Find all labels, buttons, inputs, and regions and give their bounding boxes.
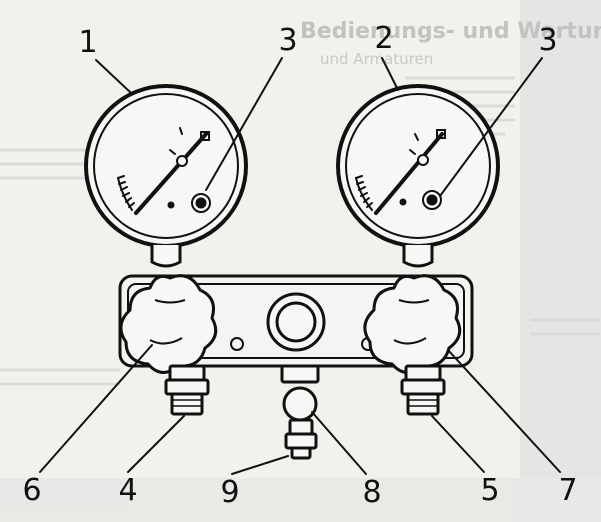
right-gauge [336,84,500,268]
right-gauge-dot [399,198,407,206]
left-valve-knob [119,274,218,374]
leader-1 [95,59,131,93]
leader-lines [39,57,561,475]
left-gauge-scale [117,175,135,211]
left-gauge [84,84,248,268]
left-gauge-dot [167,201,175,209]
leader-4 [127,415,185,473]
leader-3-right [439,57,543,197]
leader-6 [39,344,153,473]
right-hose-fitting [400,364,446,416]
right-gauge-outer-ring [336,84,500,248]
right-gauge-marker [436,129,446,139]
left-gauge-inner-ring [93,93,239,239]
leader-7 [447,349,561,473]
callout-3-right: 3 [538,23,558,58]
left-gauge-outer-ring [84,84,248,248]
leader-5 [431,415,485,473]
right-gauge-inner-ring [345,93,491,239]
left-gauge-marker [200,131,210,141]
right-page-strip [520,0,601,522]
sight-glass-inner [275,301,317,343]
left-gauge-needle [134,132,208,215]
leader-8 [311,411,367,475]
left-gauge-neck [150,243,182,268]
bg-subheading: und Armaturen [320,50,433,68]
callout-5: 5 [480,473,500,508]
bottom-page-strip [0,478,601,522]
leader-2 [381,57,399,91]
right-gauge-scale [355,175,373,211]
bg-heading: Bedienungs- und Wartungs [300,19,601,44]
leader-3-left [205,57,283,191]
left-hose-fitting [164,364,210,416]
callout-4: 4 [118,473,138,508]
callout-1: 1 [78,25,98,60]
center-service-port [280,364,320,460]
callout-7: 7 [558,473,578,508]
right-gauge-needle [374,132,444,215]
callout-3-left: 3 [278,23,298,58]
right-gauge-neck [402,243,434,268]
callout-2: 2 [374,21,394,56]
left-gauge-pivot [176,155,188,167]
callout-6: 6 [22,473,42,508]
callout-9: 9 [220,475,240,510]
left-side-port [230,337,244,351]
right-gauge-pivot [417,154,429,166]
callout-8: 8 [362,475,382,510]
leader-9 [231,455,289,475]
